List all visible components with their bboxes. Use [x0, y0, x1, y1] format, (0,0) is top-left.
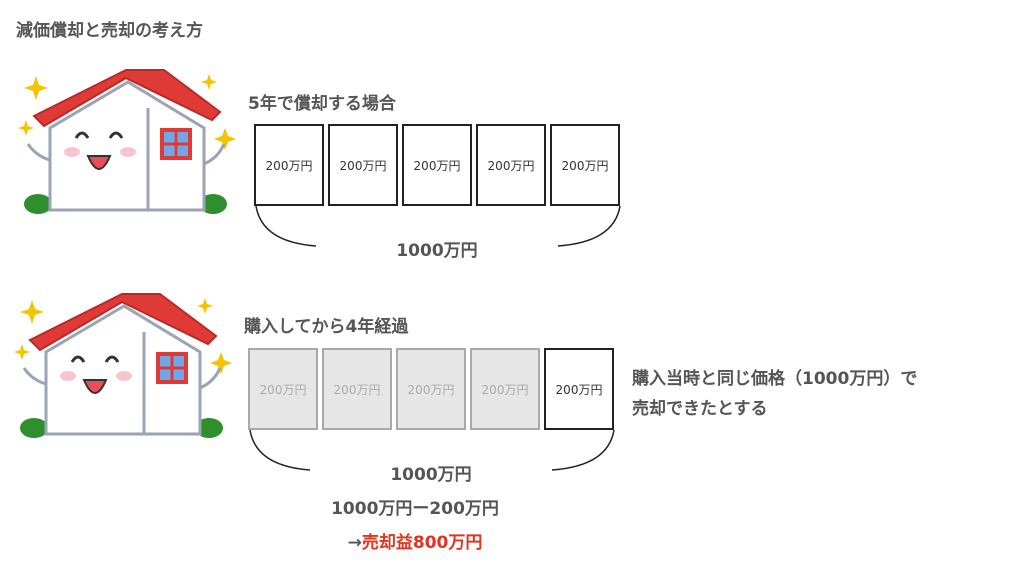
result-line: →売却益800万円	[265, 528, 565, 553]
section2-heading: 購入してから4年経過	[244, 317, 409, 337]
depreciation-box-3: 200万円	[402, 124, 472, 206]
depreciation-box-4: 200万円	[476, 124, 546, 206]
calculation-text: 1000万円ー200万円	[331, 499, 499, 519]
house-illustration-2	[14, 293, 232, 438]
depreciation-box-2: 200万円	[328, 124, 398, 206]
mouth-icon	[86, 155, 112, 170]
grass-icon	[195, 418, 223, 438]
depreciated-box-2: 200万円	[322, 348, 392, 430]
sparkle-icon	[197, 298, 213, 314]
sparkle-icon	[18, 120, 34, 136]
depreciation-box-1: 200万円	[254, 124, 324, 206]
sparkle-icon	[210, 352, 232, 374]
section2-total: 1000万円	[390, 465, 472, 485]
page-title: 減価償却と売却の考え方	[16, 21, 203, 41]
depreciated-box-3: 200万円	[396, 348, 466, 430]
total-brace-1	[255, 205, 621, 247]
section1-total: 1000万円	[396, 241, 478, 261]
sparkle-icon	[201, 74, 217, 90]
sparkle-icon	[20, 300, 44, 324]
total-brace-2	[249, 429, 615, 471]
sale-note-line-1: 購入当時と同じ価格（1000万円）で	[632, 369, 918, 389]
mouth-icon	[82, 379, 108, 394]
roof-icon	[32, 69, 222, 128]
house-illustration-1	[18, 69, 236, 214]
sparkle-icon	[214, 128, 236, 150]
grass-icon	[20, 418, 48, 438]
sale-note: 購入当時と同じ価格（1000万円）で 売却できたとする	[632, 364, 917, 424]
depreciation-box-5: 200万円	[550, 124, 620, 206]
sparkle-icon	[24, 76, 48, 100]
sparkle-icon	[14, 344, 30, 360]
depreciated-box-1: 200万円	[248, 348, 318, 430]
arrow-icon: →	[347, 533, 362, 553]
gain-text: 売却益800万円	[361, 533, 483, 553]
roof-icon	[28, 293, 218, 352]
remaining-box: 200万円	[544, 348, 614, 430]
grass-icon	[24, 194, 52, 214]
grass-icon	[199, 194, 227, 214]
section1-heading: 5年で償却する場合	[248, 94, 396, 114]
sale-note-line-2: 売却できたとする	[632, 399, 768, 419]
depreciated-box-4: 200万円	[470, 348, 540, 430]
